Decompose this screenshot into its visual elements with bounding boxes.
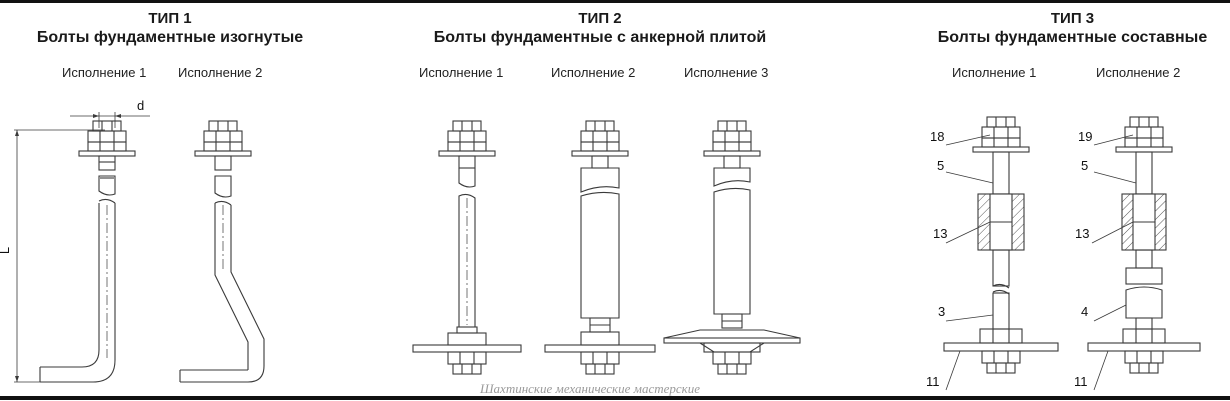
frame-top-border	[0, 0, 1230, 3]
type2-variant1-bolt	[412, 120, 522, 375]
callout-19: 19	[1078, 129, 1093, 144]
type3-variant2-assembly	[1087, 116, 1201, 391]
type1-variant-1-label: Исполнение 1	[62, 65, 147, 80]
type3-variant-1-label: Исполнение 1	[952, 65, 1037, 80]
callout-3: 3	[938, 304, 946, 319]
type1-variant2-bolt	[179, 120, 265, 383]
callout-11-left: 11	[926, 374, 940, 389]
type1-title: ТИП 1	[148, 10, 192, 27]
type2-header: ТИП 2 Болты фундаментные с анкерной плит…	[400, 10, 800, 47]
type3-variant1-assembly	[943, 116, 1059, 391]
callout-5-left: 5	[937, 158, 945, 173]
type3-title: ТИП 3	[1050, 10, 1095, 27]
type2-variant2-bolt	[544, 120, 656, 375]
watermark-text: Шахтинские механические мастерские	[480, 381, 700, 396]
type2-variant-2-label: Исполнение 2	[551, 65, 636, 80]
type1-variant-2-label: Исполнение 2	[178, 65, 263, 80]
callout-13-right: 13	[1075, 226, 1090, 241]
frame-bottom-border	[0, 396, 1230, 400]
type3-header: ТИП 3 Болты фундаментные составные	[915, 10, 1230, 47]
callout-5-right: 5	[1081, 158, 1089, 173]
type1-header: ТИП 1 Болты фундаментные изогнутые	[10, 10, 330, 47]
type2-title: ТИП 2	[578, 10, 622, 27]
type2-subtitle: Болты фундаментные с анкерной плитой	[433, 29, 767, 46]
callout-11-right: 11	[1074, 374, 1088, 389]
type1-subtitle: Болты фундаментные изогнутые	[36, 29, 304, 46]
type1-variant1-bolt	[14, 112, 150, 383]
type2-variant-3-label: Исполнение 3	[684, 65, 769, 80]
type3-variant-2-label: Исполнение 2	[1096, 65, 1181, 80]
dimension-d-label: d	[137, 98, 145, 113]
type2-variant-1-label: Исполнение 1	[419, 65, 504, 80]
callout-18: 18	[930, 129, 945, 144]
type3-subtitle: Болты фундаментные составные	[937, 29, 1208, 46]
callout-4: 4	[1081, 304, 1089, 319]
type2-variant3-bolt	[663, 120, 801, 375]
callout-13-left: 13	[933, 226, 948, 241]
